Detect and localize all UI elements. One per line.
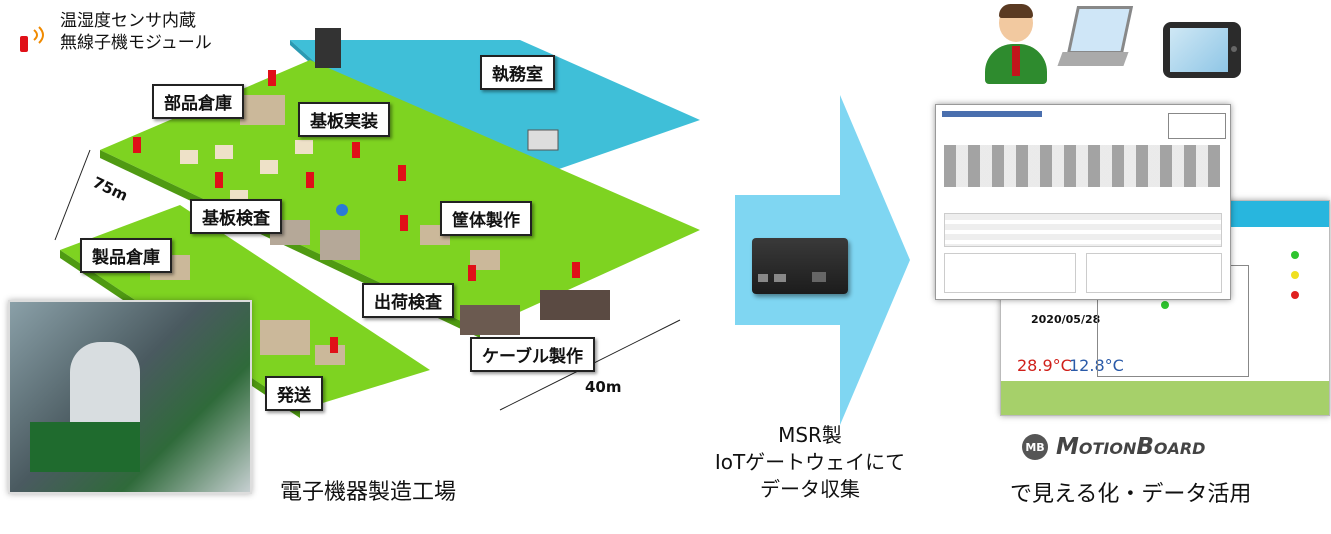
dashboard-date: 2020/05/28 [1031, 313, 1101, 326]
area-product-warehouse: 製品倉庫 [80, 238, 172, 273]
motionboard-wordmark: MotionBoard [1056, 434, 1206, 460]
area-shipping-inspection: 出荷検査 [362, 283, 454, 318]
area-enclosure-production: 筐体製作 [440, 201, 532, 236]
gateway-line1: MSR製 [778, 423, 842, 447]
dimension-width: 40m [585, 378, 622, 396]
factory-caption: 電子機器製造工場 [280, 480, 457, 505]
tablet-icon [1163, 22, 1241, 78]
motionboard-logo: MB MotionBoard [1022, 434, 1205, 460]
area-board-inspection: 基板検査 [190, 199, 282, 234]
motionboard-mark-icon: MB [1022, 434, 1048, 460]
dashboard-temp1: 28.9°C [1017, 356, 1072, 375]
area-office: 執務室 [480, 55, 555, 90]
legend-line2: 無線子機モジュール [60, 33, 212, 53]
legend-text: 温湿度センサ内蔵 無線子機モジュール [60, 10, 212, 54]
motionboard-caption: で見える化・データ活用 [1010, 482, 1252, 507]
dashboard-temp2: 12.8°C [1069, 356, 1124, 375]
area-board-mounting: 基板実装 [298, 102, 390, 137]
iot-gateway-device [752, 238, 848, 294]
legend-line1: 温湿度センサ内蔵 [60, 11, 196, 31]
area-cable-production: ケーブル製作 [470, 337, 595, 372]
user-icon [985, 4, 1047, 84]
worker-photo [8, 300, 252, 494]
area-parts-warehouse: 部品倉庫 [152, 84, 244, 119]
laptop-icon [1057, 6, 1134, 76]
legend-wave-icon [33, 26, 44, 44]
area-dispatch: 発送 [265, 376, 323, 411]
gateway-line2: IoTゲートウェイにて [714, 450, 906, 474]
gateway-caption: MSR製 IoTゲートウェイにて データ収集 [700, 422, 920, 503]
legend-sensor-icon [20, 36, 28, 52]
gateway-line3: データ収集 [760, 477, 860, 501]
dashboard-sheet-screen [935, 104, 1231, 300]
